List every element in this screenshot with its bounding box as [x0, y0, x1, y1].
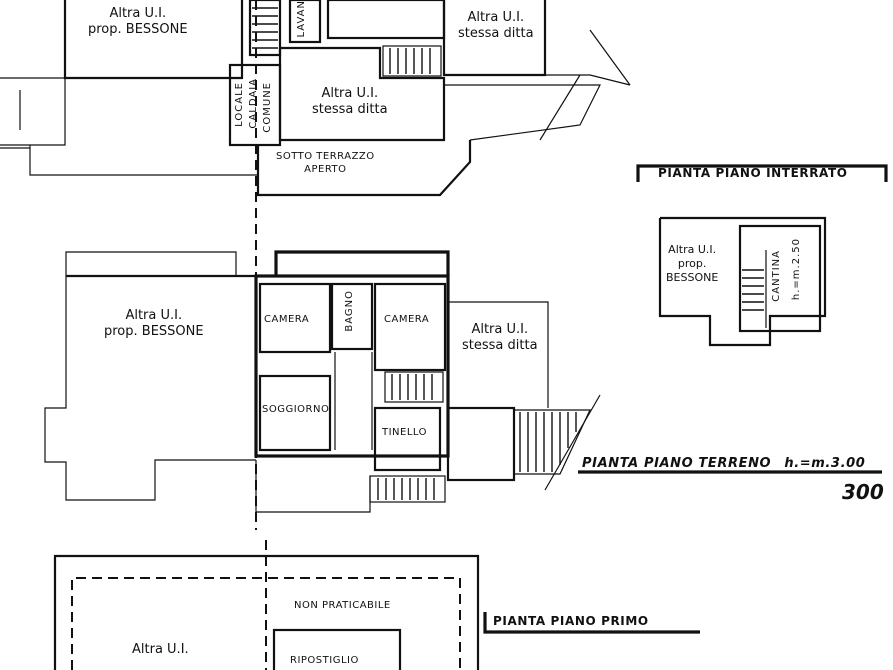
room-camera-1-label: CAMERA — [264, 314, 310, 325]
room-camera-2-label: CAMERA — [384, 314, 430, 325]
basement-terrace — [256, 140, 472, 197]
basement-vlabel-locale: LOCALE — [234, 82, 245, 127]
ground-bagno — [330, 282, 374, 351]
ground-right-unit — [448, 301, 549, 408]
ground-tinello — [373, 406, 442, 472]
basement-title-frame — [636, 164, 888, 182]
ground-right-unit-label: Altra U.I. stessa ditta — [462, 322, 538, 354]
ground-soggiorno — [258, 374, 332, 452]
basement-bottom-strip — [29, 145, 258, 176]
room-bagno-label: BAGNO — [344, 290, 355, 332]
basement-title: PIANTA PIANO INTERRATO — [658, 166, 848, 180]
basement-vlabel-comune: COMUNE — [262, 82, 273, 133]
cellar-inset-plan — [658, 216, 827, 347]
cellar-height-label: h.=m.2.50 — [791, 238, 802, 301]
basement-terrace-label: SOTTO TERRAZZO APERTO — [276, 151, 375, 175]
ground-camera-2 — [373, 282, 447, 372]
ground-camera-1 — [258, 282, 332, 354]
cellar-inset-outline — [658, 216, 827, 347]
basement-stair — [248, 0, 282, 57]
ground-scale-mark: 300 — [842, 480, 884, 504]
ground-left-unit-wall — [66, 274, 258, 455]
basement-vlabel-caldaia: CALDAIA — [248, 78, 259, 129]
cellar-unit-label: Altra U.I. prop. BESSONE — [666, 243, 719, 284]
ground-left-unit-outline — [44, 276, 256, 501]
first-floor-outer-wall — [53, 554, 480, 670]
basement-vlabel-lavan: LAVAN — [296, 0, 307, 38]
basement-center-stair — [382, 45, 442, 77]
basement-center-unit-label: Altra U.I. stessa ditta — [312, 86, 388, 118]
basement-right-unit — [442, 0, 547, 77]
ground-left-top — [65, 251, 237, 276]
first-non-praticabile-label: NON PRATICABILE — [294, 600, 391, 611]
basement-left-annex — [0, 77, 66, 146]
room-tinello-label: TINELLO — [382, 427, 428, 438]
ground-ramp — [513, 409, 591, 475]
first-floor-ripostiglio — [272, 628, 402, 670]
ground-right-annex — [446, 406, 516, 482]
cellar-cantina-room — [738, 224, 822, 333]
ground-apartment-outline — [254, 274, 450, 458]
basement-left-unit-wall — [63, 0, 244, 80]
ground-floor-plan — [44, 250, 601, 513]
basement-plan — [0, 0, 631, 197]
basement-laundry-room — [288, 0, 322, 44]
cellar-cantina-label: CANTINA — [771, 250, 782, 302]
ground-left-unit-label: Altra U.I. prop. BESSONE — [104, 308, 204, 340]
ground-internal-stair — [384, 371, 444, 403]
basement-left-unit-label: Altra U.I. prop. BESSONE — [88, 6, 188, 38]
ground-title: PIANTA PIANO TERRENO h.=m.3.00 — [582, 456, 866, 471]
first-left-unit-label: Altra U.I. — [132, 642, 189, 657]
basement-right-slope — [545, 74, 631, 86]
first-floor-plan — [53, 554, 480, 670]
ground-apartment-top — [274, 250, 450, 276]
first-title: PIANTA PIANO PRIMO — [493, 614, 649, 628]
basement-right-unit-label: Altra U.I. stessa ditta — [458, 10, 534, 42]
first-ripostiglio-label: RIPOSTIGLIO — [290, 655, 359, 666]
basement-right-ground — [444, 84, 601, 141]
basement-top-room — [326, 0, 446, 40]
room-soggiorno-label: SOGGIORNO — [262, 404, 330, 415]
first-title-frame — [483, 612, 700, 634]
